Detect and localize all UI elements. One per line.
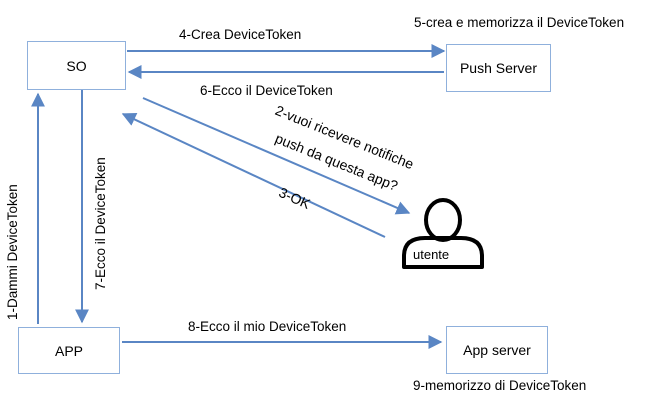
step-1-label: 1-Dammi DeviceToken [5,184,20,320]
arrow-2 [142,97,411,215]
so-box: SO [27,41,126,90]
push-server-label: Push Server [459,60,538,76]
step-4-label: 4-Crea DeviceToken [179,27,302,42]
app-label: APP [54,342,83,359]
step-7-label: 7-Ecco il DeviceToken [93,157,108,290]
app-server-label: App server [463,342,531,358]
app-server-box: App server [446,326,548,374]
arrow-3 [121,113,386,238]
user-label: utente [413,247,450,262]
app-box: APP [18,327,120,374]
so-label: SO [66,57,87,74]
step-9-label: 9-memorizzo di DeviceToken [413,378,587,393]
user-icon [402,198,484,269]
step-5-label: 5-crea e memorizza il DeviceToken [414,15,625,30]
push-server-box: Push Server [446,44,551,92]
step-6-label: 6-Ecco il DeviceToken [200,83,333,98]
step-8-label: 8-Ecco il mio DeviceToken [188,319,347,334]
